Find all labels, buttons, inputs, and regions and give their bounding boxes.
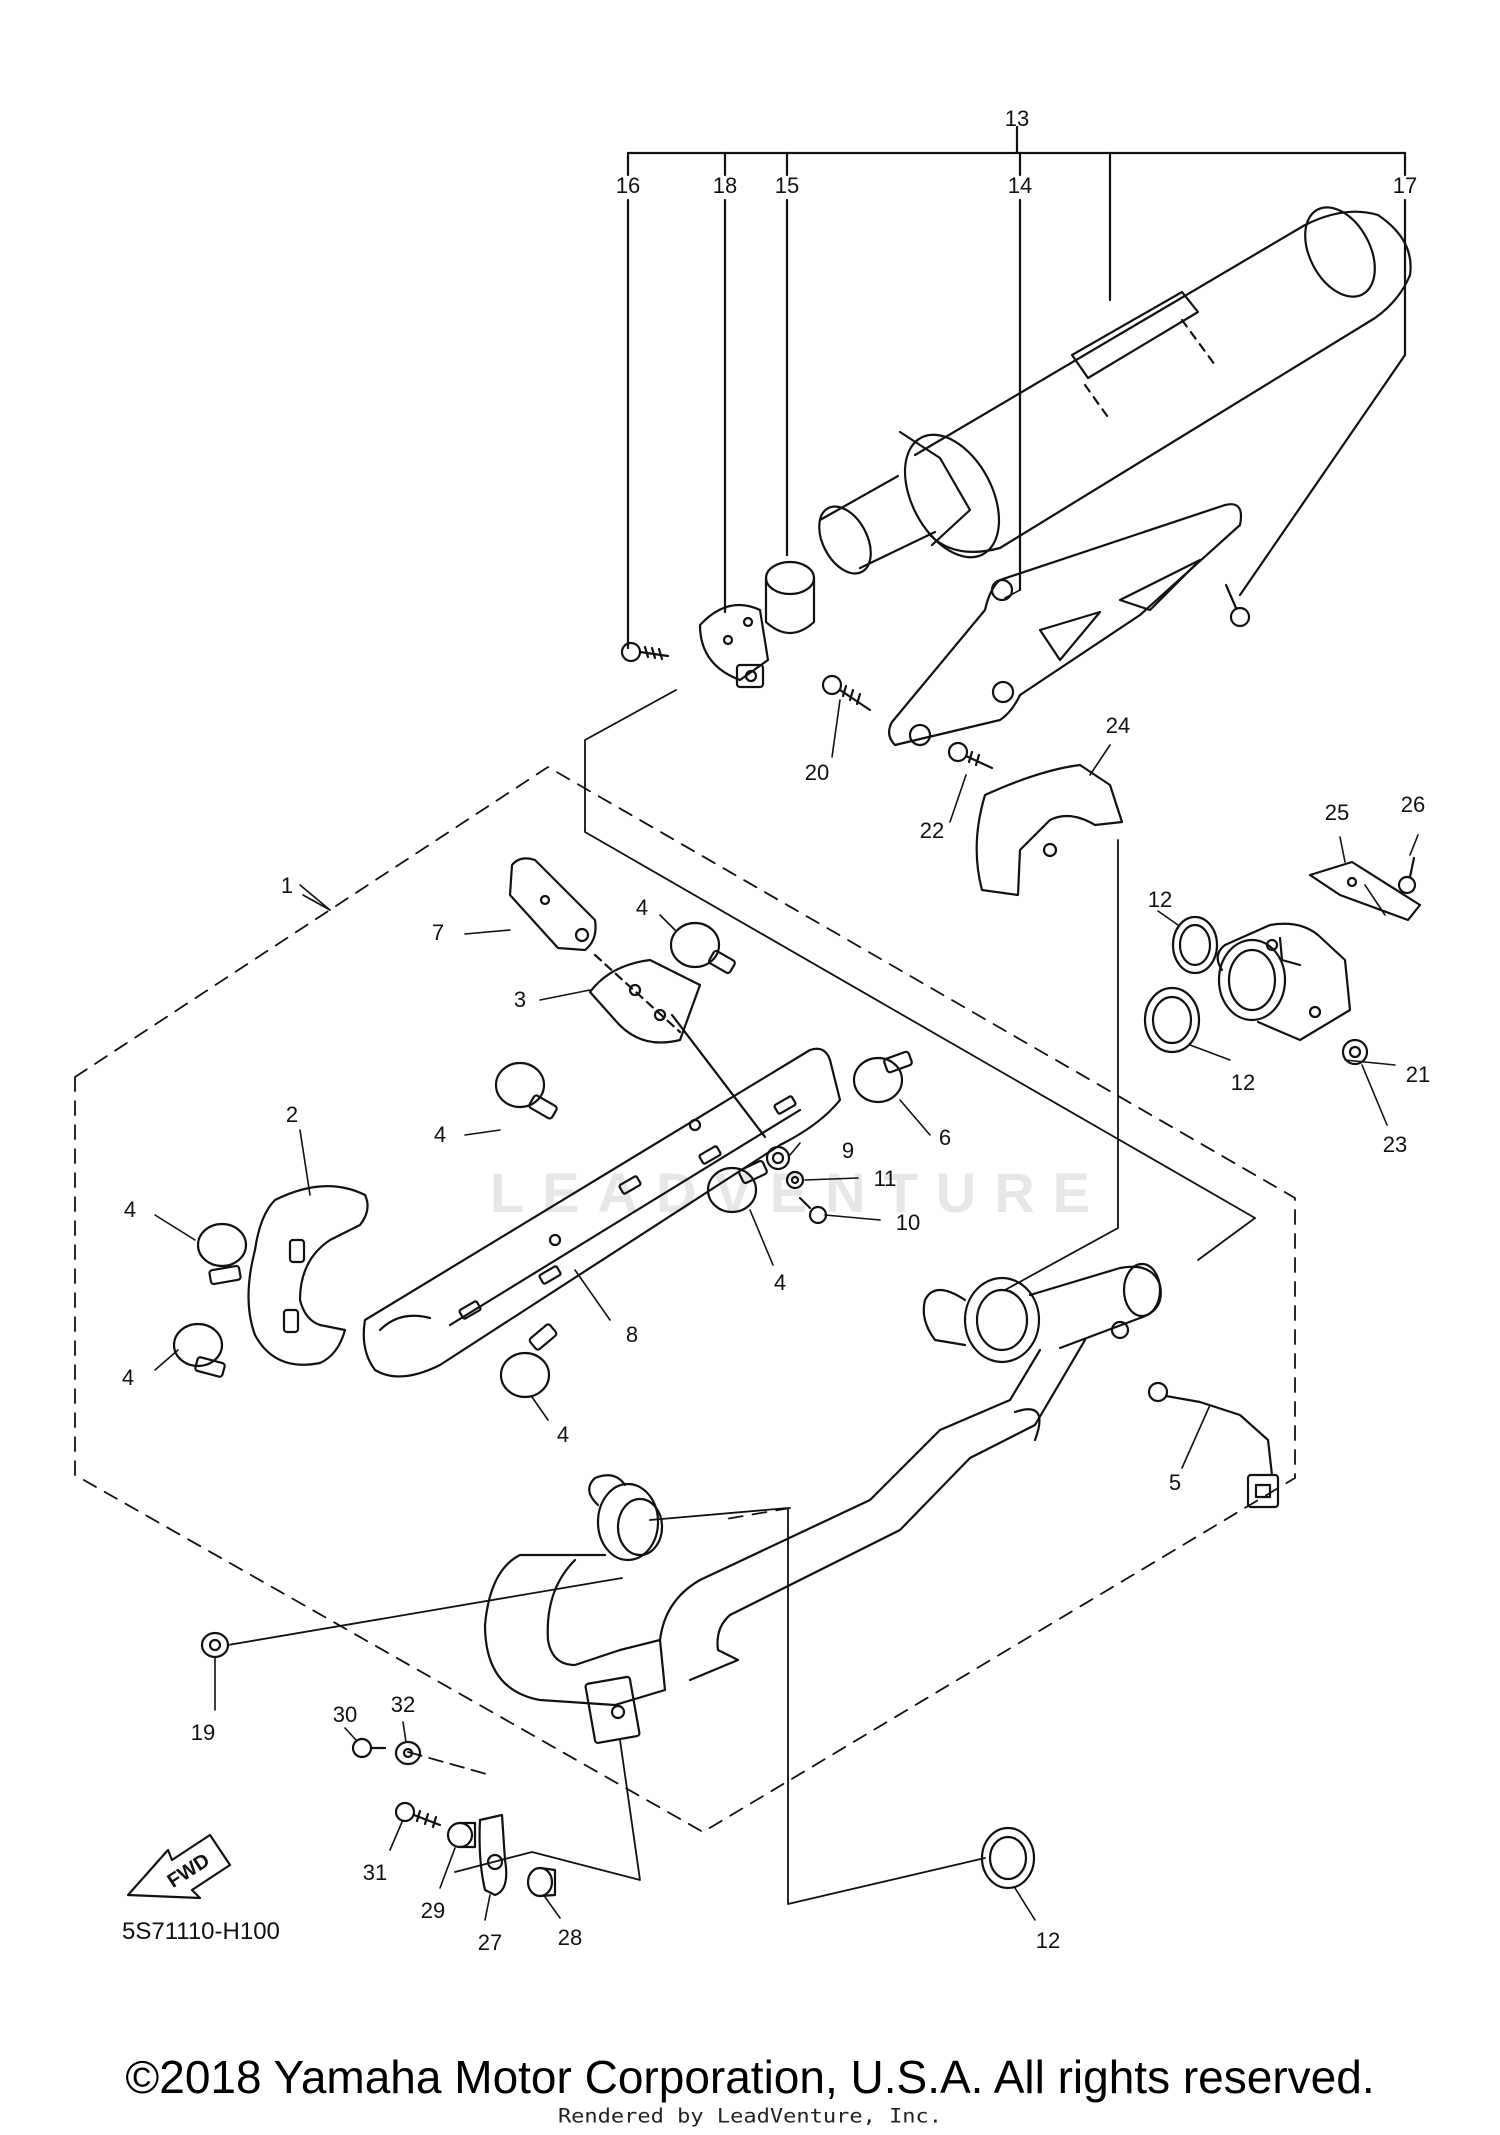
gasket-12-middle: [1143, 986, 1201, 1054]
part-label-12-lower: 12: [1036, 1928, 1060, 1953]
nut-23: [1341, 1038, 1369, 1066]
part-label-8: 8: [626, 1322, 638, 1347]
part-label-4-f: 4: [557, 1422, 569, 1447]
hose-clamp-4-b: [494, 1061, 558, 1120]
heat-shield-2: [247, 1185, 369, 1366]
part-label-3: 3: [514, 987, 526, 1012]
part-label-4-a: 4: [636, 895, 648, 920]
part-label-19: 19: [191, 1720, 215, 1745]
bolt-17: [1224, 583, 1251, 628]
part-label-21: 21: [1406, 1062, 1430, 1087]
muffler: [818, 206, 1412, 575]
label-leaders: [154, 589, 1419, 1921]
part-label-4-c: 4: [124, 1197, 136, 1222]
washer-11: [785, 1170, 805, 1190]
washer-32: [394, 1740, 422, 1766]
oxygen-sensor-5: [1147, 1381, 1280, 1509]
assembly-leaders: [227, 689, 1256, 1905]
part-label-13: 13: [1005, 106, 1029, 131]
bolt-16: [620, 641, 670, 663]
grommet-28: [526, 1866, 557, 1898]
bolt-22: [947, 741, 994, 770]
part-label-27: 27: [478, 1930, 502, 1955]
part-label-29: 29: [421, 1898, 445, 1923]
copyright-notice: ©2018 Yamaha Motor Corporation, U.S.A. A…: [125, 2051, 1375, 2103]
part-label-31: 31: [363, 1860, 387, 1885]
gasket-12-lower: [980, 1826, 1036, 1890]
sleeve-15: [764, 560, 816, 635]
part-label-4-b: 4: [434, 1122, 446, 1147]
part-label-17: 17: [1393, 173, 1417, 198]
part-label-23: 23: [1383, 1132, 1407, 1157]
grommet-9: [765, 1145, 791, 1171]
part-label-26: 26: [1401, 792, 1425, 817]
muffler-bracket-14: [888, 503, 1243, 747]
hose-clamp-6: [852, 1050, 913, 1104]
hose-clamp-4-c: [196, 1222, 248, 1286]
clamp-18: [698, 603, 770, 689]
heat-shield-8: [362, 1047, 842, 1378]
part-label-20: 20: [805, 760, 829, 785]
hose-clamp-4-f: [499, 1323, 558, 1399]
heat-shield-24: [975, 763, 1124, 897]
part-label-12-upper: 12: [1148, 887, 1172, 912]
part-label-32: 32: [391, 1692, 415, 1717]
part-label-14: 14: [1008, 173, 1032, 198]
part-label-18: 18: [713, 173, 737, 198]
part-label-7: 7: [432, 920, 444, 945]
bolt-31: [394, 1801, 442, 1829]
watermark: LEADVENTURE: [490, 1161, 1109, 1224]
part-label-24: 24: [1106, 713, 1130, 738]
joint-pipe-21: [1216, 922, 1352, 1042]
part-label-30: 30: [333, 1702, 357, 1727]
exhaust-pipe-assembly: [483, 1262, 1162, 1744]
part-label-1: 1: [281, 873, 293, 898]
protector-7: [508, 857, 682, 1034]
bolt-30: [351, 1737, 387, 1759]
bolt-10: [798, 1196, 828, 1225]
part-label-6: 6: [939, 1125, 951, 1150]
part-label-9: 9: [842, 1138, 854, 1163]
part-label-12-middle: 12: [1231, 1070, 1255, 1095]
part-label-22: 22: [920, 818, 944, 843]
hose-clamp-4-d: [172, 1322, 226, 1378]
part-label-10: 10: [896, 1210, 920, 1235]
part-label-5: 5: [1169, 1470, 1181, 1495]
bolt-26: [1397, 856, 1417, 895]
part-label-16: 16: [616, 173, 640, 198]
part-label-11: 11: [874, 1166, 897, 1191]
bracket-27: [478, 1813, 508, 1897]
heat-shield-25: [1308, 860, 1422, 922]
part-label-15: 15: [775, 173, 799, 198]
assembly-1-outline: [74, 766, 1296, 1833]
nut-19: [200, 1631, 230, 1659]
hose-clamp-4-a: [669, 921, 736, 975]
diagram-code: 5S71110-H100: [122, 1918, 280, 1945]
part-label-4-d: 4: [122, 1365, 134, 1390]
rendered-by-note: Rendered by LeadVenture, Inc.: [557, 2105, 943, 2128]
part-label-28: 28: [558, 1925, 582, 1950]
bolt-20: [821, 674, 872, 712]
protector-3: [588, 958, 767, 1139]
part-label-4-e: 4: [774, 1270, 786, 1295]
gasket-12-upper: [1171, 915, 1219, 975]
part-label-25: 25: [1325, 800, 1349, 825]
collar-29: [446, 1821, 477, 1849]
part-label-2: 2: [286, 1102, 298, 1127]
fwd-arrow-icon: [126, 1833, 232, 1900]
group-13-bracket: [626, 125, 1407, 650]
